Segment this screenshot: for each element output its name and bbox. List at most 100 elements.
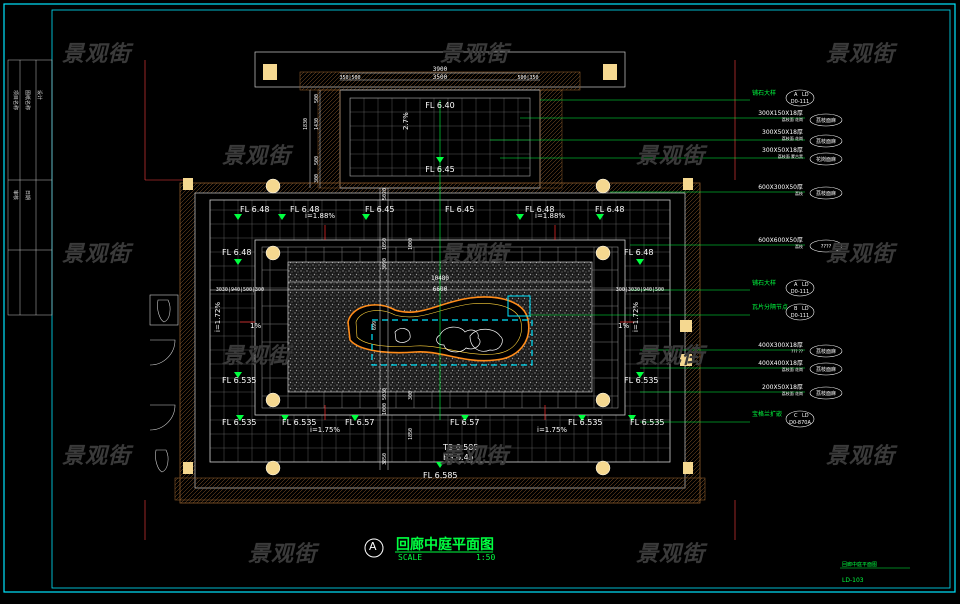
bubble-text: 荔枝面麻 — [816, 348, 836, 355]
dim-v: 1830 — [303, 118, 309, 130]
dim-right: 300|3030|940|500 — [616, 287, 664, 293]
callout-finish: 荔枝面 花岗 — [782, 366, 803, 372]
dim-v: 1000 — [382, 403, 388, 415]
slope-arrow — [362, 214, 370, 220]
material-bubble — [809, 344, 843, 358]
bubble-text: 荔枝面麻 — [816, 190, 836, 197]
sheet-name: 回廊中庭平面图 — [842, 562, 878, 568]
titleblock-field: 审核 — [12, 190, 19, 200]
elev-row1: FL 6.48 — [290, 205, 319, 214]
dim-left: 3030|940|500|300 — [216, 287, 264, 293]
dim-pool-overall: 10480 — [431, 275, 449, 282]
material-bubble — [809, 239, 843, 253]
left-titleblock — [7, 59, 53, 316]
slope-r1-left: i=1.88% — [305, 212, 335, 220]
slope-arrow — [461, 415, 469, 421]
bubble-text: ???? — [821, 244, 832, 250]
slope-arrow — [436, 462, 444, 468]
callout-material: 300X50X18厚 — [762, 129, 803, 136]
scale-value: 1:50 — [476, 553, 496, 562]
slope-side: 1% — [250, 322, 261, 330]
dim-v: 699 — [372, 321, 378, 330]
callout-material: 600X600X50厚 — [758, 237, 803, 244]
dim-v: 3850 — [382, 453, 388, 465]
slope-arrow — [596, 214, 604, 220]
elev-bottom-entry: FL 6.585 — [423, 471, 458, 480]
callout-label: 瓦片分隔节点 — [752, 303, 788, 311]
slope-r2-right: i=1.75% — [537, 426, 567, 434]
dim-v: 1430 — [314, 118, 320, 130]
slope-arrow — [281, 415, 289, 421]
dim-v: 5030 — [382, 388, 388, 400]
callout-finish: 荔枝面 蒙古黑 — [778, 153, 803, 159]
pillars — [183, 178, 693, 474]
detail-tag — [785, 89, 815, 107]
titleblock-field: 图纸名称 — [24, 90, 31, 110]
slope-arrow — [636, 372, 644, 378]
callout-finish: 荔枝面 花岗 — [782, 135, 803, 141]
callout-material: 300X50X18厚 — [762, 147, 803, 154]
slope-arrow — [636, 259, 644, 265]
tag-mid: LD — [802, 413, 809, 419]
dim-v: 300 — [314, 174, 320, 183]
dim-v: 3090 — [382, 258, 388, 270]
dim-v: 1850 — [408, 428, 414, 440]
dim-top-inner: 3500 — [433, 74, 448, 81]
dim-pool-inner: 6600 — [433, 286, 448, 293]
slope-arrow — [516, 214, 524, 220]
elev-row2: FL 6.535 — [282, 418, 317, 427]
lanterns — [265, 178, 611, 476]
slope-arrow — [436, 157, 444, 163]
tag-bottom: D0-111 — [791, 289, 809, 295]
pond — [347, 295, 533, 366]
callout-finish: 荔枝 — [795, 190, 803, 196]
bubble-text: 荔枝面麻 — [816, 390, 836, 397]
sheet-code: LD-103 — [842, 577, 864, 584]
tag-mid: LD — [802, 306, 809, 312]
detail-tag-outline — [785, 279, 815, 297]
title-marker: A — [369, 540, 377, 553]
callout-label: 宝格兰扩嵌 — [752, 410, 782, 418]
dim-top-overall: 3900 — [433, 66, 448, 73]
slope-arrow — [234, 259, 242, 265]
callout-material: 300X150X18厚 — [758, 110, 803, 117]
slope-r2-left: i=1.75% — [310, 426, 340, 434]
elev-bs: BS 6.45 — [443, 453, 474, 462]
tag-top: A — [794, 282, 798, 288]
slope-r1-right: i=1.88% — [535, 212, 565, 220]
dim-top-right: 500|350 — [517, 75, 538, 81]
slope-arrow — [236, 415, 244, 421]
dim-v: 5020 — [382, 188, 388, 200]
dim-top-left: 350|500 — [339, 75, 360, 81]
callout-finish: 荔枝面 花岗 — [782, 116, 803, 122]
side-rooms — [149, 294, 179, 473]
elev-side-right-bottom: FL 6.535 — [624, 376, 659, 385]
titleblock-text: 项目名称图纸名称设计审核日期 — [12, 90, 43, 200]
material-bubble — [809, 362, 843, 376]
tag-top: B — [794, 306, 798, 312]
tag-mid: LD — [802, 92, 809, 98]
callout-label: 铺石大样 — [752, 279, 776, 287]
callout-material: 600X300X50厚 — [758, 184, 803, 191]
tag-bottom: D0-870A — [789, 420, 811, 426]
callout-material: 400X300X18厚 — [758, 342, 803, 349]
detail-tag — [785, 279, 815, 297]
bubble-text: 荔枝面麻 — [816, 366, 836, 373]
tag-top: C — [794, 413, 798, 419]
detail-tag — [785, 410, 815, 428]
titleblock-field: 项目名称 — [12, 90, 19, 110]
slope-side: 1% — [618, 322, 629, 330]
material-bubble — [809, 186, 843, 200]
elev-row2: FL 6.535 — [630, 418, 665, 427]
dim-v: 1000 — [408, 238, 414, 250]
bubble-text: 荔枝面麻 — [816, 117, 836, 124]
detail-tag-outline — [785, 89, 815, 107]
elev-row2: FL 6.57 — [450, 418, 479, 427]
material-bubble — [809, 152, 843, 166]
title-marker-circle — [364, 538, 384, 558]
dim-v: 1050 — [382, 238, 388, 250]
